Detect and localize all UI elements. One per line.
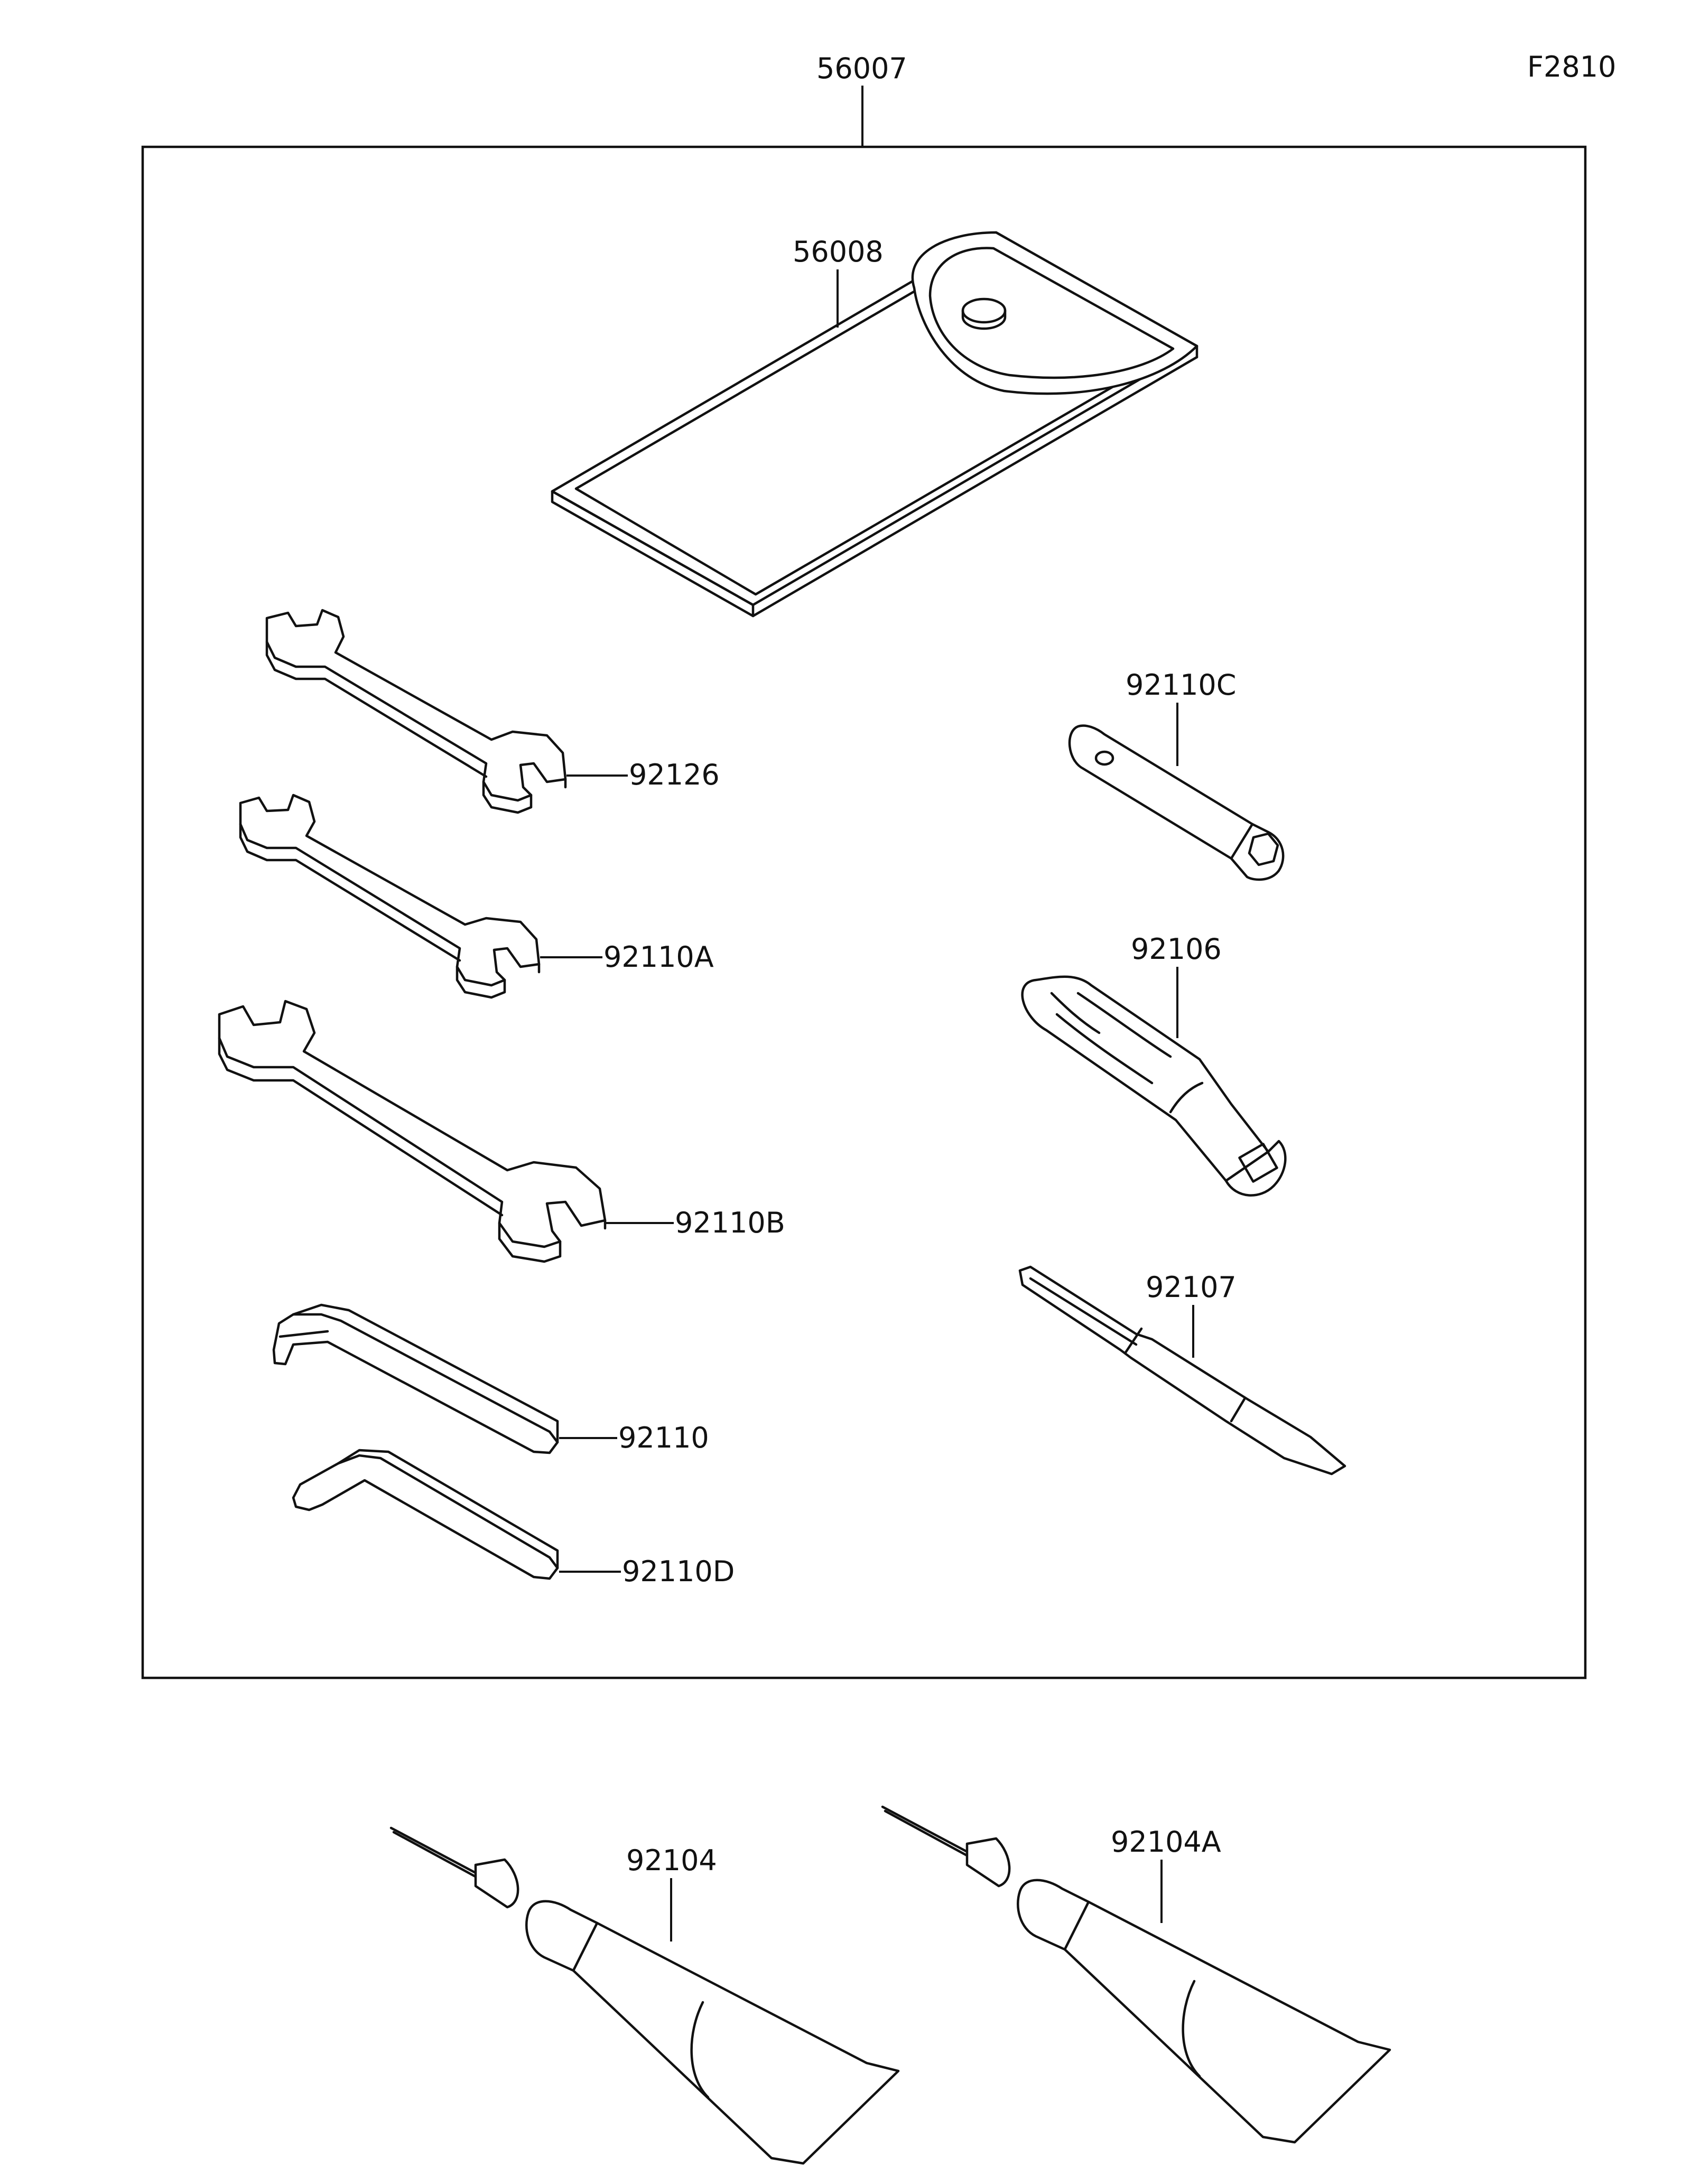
open-end-wrench-large[interactable]: [218, 1000, 607, 1263]
hex-key-short[interactable]: [292, 1449, 559, 1580]
figure-code: F2810: [1527, 50, 1616, 83]
label-56007[interactable]: 56007: [816, 52, 907, 85]
label-92110A[interactable]: 92110A: [603, 940, 714, 974]
label-92106[interactable]: 92106: [1131, 932, 1222, 966]
label-56008[interactable]: 56008: [793, 235, 884, 268]
label-92110B[interactable]: 92110B: [675, 1206, 785, 1239]
tool-pouch[interactable]: [551, 231, 1198, 618]
grease-tube-92104A[interactable]: [881, 1805, 1391, 2144]
label-92126[interactable]: 92126: [629, 758, 720, 791]
screwdriver-handle[interactable]: [1021, 975, 1287, 1197]
hex-key-long[interactable]: [272, 1303, 559, 1454]
open-end-wrench-medium[interactable]: [239, 794, 541, 999]
label-92110D[interactable]: 92110D: [622, 1555, 735, 1588]
grease-tube-92104[interactable]: [389, 1826, 900, 2165]
screwdriver-bit[interactable]: [1018, 1265, 1346, 1476]
spark-plug-wrench[interactable]: [1068, 724, 1285, 881]
label-92104A[interactable]: 92104A: [1111, 1825, 1221, 1859]
label-92104[interactable]: 92104: [626, 1844, 717, 1877]
label-92110[interactable]: 92110: [618, 1421, 709, 1454]
label-92110C[interactable]: 92110C: [1126, 668, 1237, 702]
kit-frame: [141, 145, 1587, 1679]
open-end-wrench-small[interactable]: [265, 609, 567, 814]
label-92107[interactable]: 92107: [1146, 1271, 1237, 1304]
